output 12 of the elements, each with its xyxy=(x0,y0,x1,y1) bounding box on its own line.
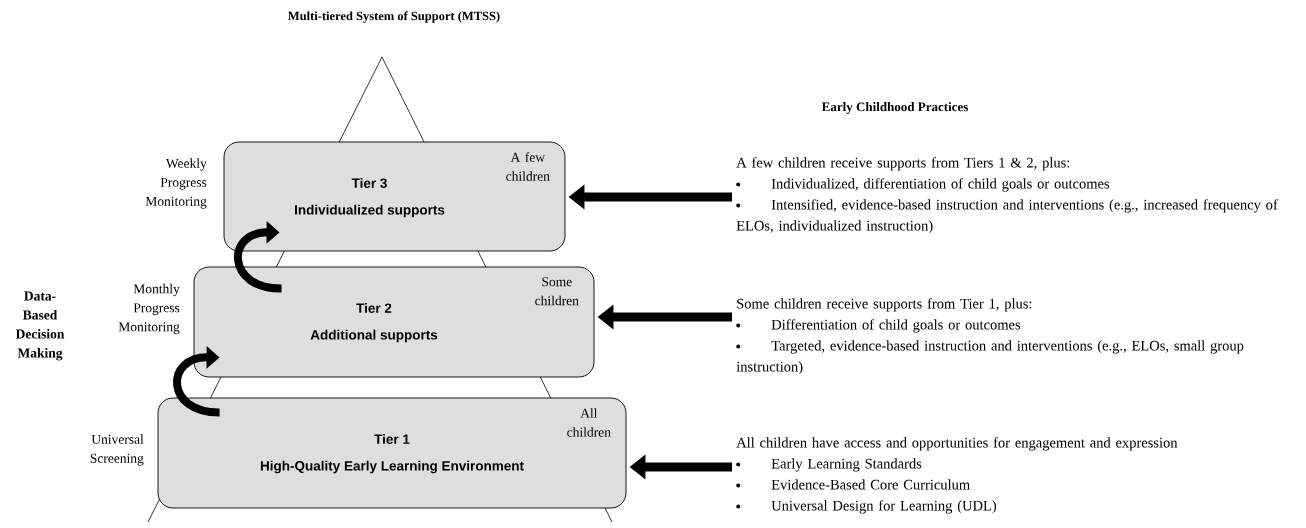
side-label: Universal Screening xyxy=(90,434,144,466)
side-label: Monthly Progress Monitoring xyxy=(118,283,180,335)
practice-text: Some children receive supports from Tier 1, plus: Differentiation of child goals or outcomes Targeted, evidence-based instruction and interventions (e.g., ELOs, small group instruction) xyxy=(736,298,1244,375)
heading: Early Childhood Practices xyxy=(821,102,968,114)
tier-box: Tier 3 Individualized supports A few children xyxy=(223,141,566,252)
side-label: Weekly Progress Monitoring xyxy=(145,158,207,209)
tier-box: Tier 2 Additional supports Some children xyxy=(193,266,595,378)
practice-text: A few children receive supports from Tiers 1 & 2, plus: Individualized, differentiation of child goals or outcomes Intensified, evidence-based instruction and interventions (e.g., increased frequency of ELOs, individualized instruction) xyxy=(736,157,1278,234)
practice-text: All children have access and opportunities for engagement and expression Early Learning Standards Evidence-Based Core Curriculum Universal Design for Learning (UDL) xyxy=(736,437,1178,514)
tier-box: Tier 1 High-Quality Early Learning Environment All children xyxy=(157,397,627,509)
side-label: Data-Based Decision Making xyxy=(15,291,65,361)
title: Multi-tiered System of Support (MTSS) xyxy=(288,11,500,23)
